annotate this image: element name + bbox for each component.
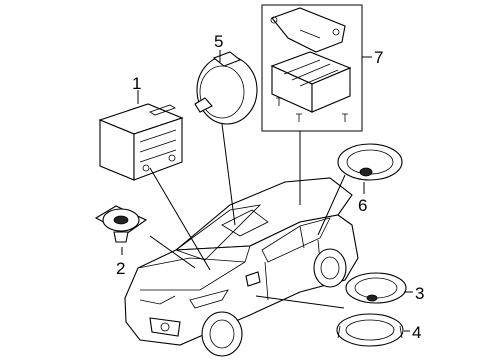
callout-4: 4	[412, 323, 421, 342]
callout-6: 6	[358, 196, 367, 215]
callout-1: 1	[132, 74, 141, 93]
leader-lines	[121, 50, 413, 332]
round-speaker-icon	[194, 51, 258, 125]
radio-head-unit-icon	[98, 103, 184, 181]
callout-7: 7	[374, 48, 383, 67]
amplifier-with-bracket-icon	[261, 4, 363, 132]
oval-speaker-icon	[337, 143, 403, 181]
callout-5: 5	[214, 32, 223, 51]
speaker-adapter-ring-icon	[336, 313, 404, 347]
sedan-outline-icon	[124, 177, 359, 357]
callout-labels: 1 2 3 4 5 6 7	[116, 32, 424, 342]
tweeter-speaker-icon	[94, 205, 148, 243]
callout-3: 3	[415, 284, 424, 303]
oval-door-speaker-icon	[345, 272, 407, 304]
callout-2: 2	[116, 259, 125, 278]
